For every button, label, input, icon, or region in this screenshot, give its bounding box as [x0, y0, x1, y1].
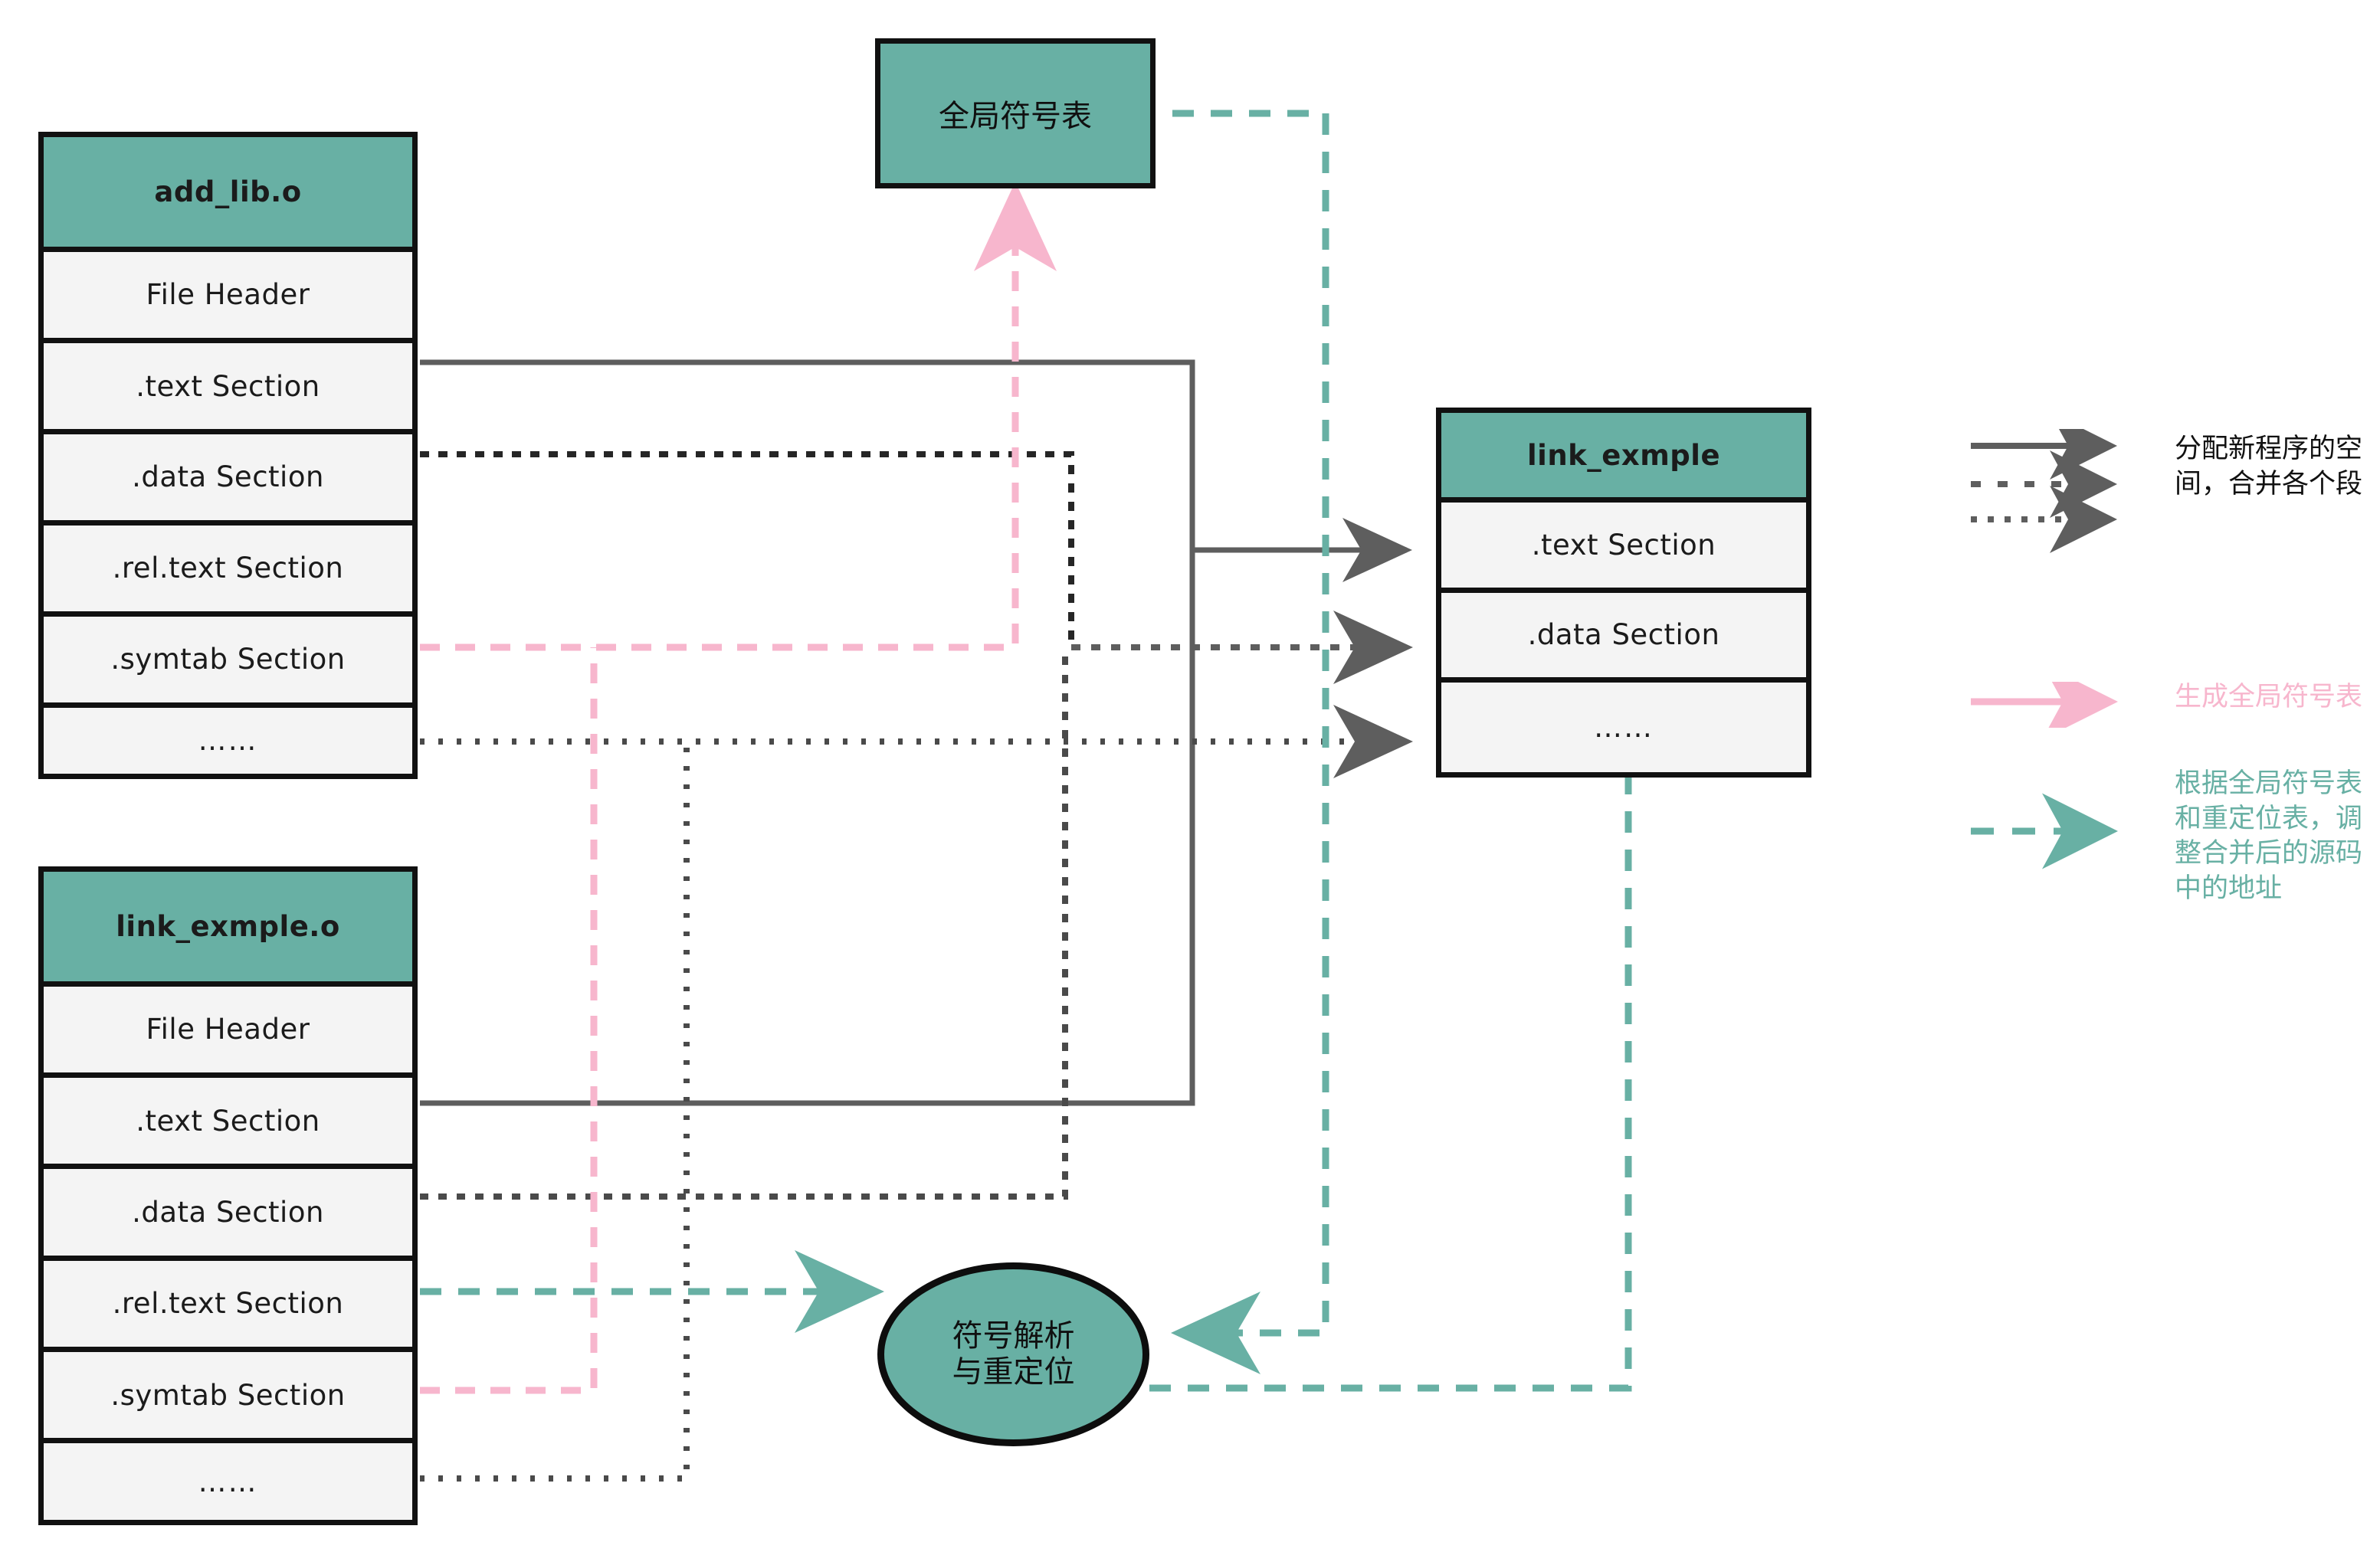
object-row-label: …… [198, 724, 258, 758]
legend-item-relocate: 根据全局符号表 和重定位表，调 整合并后的源码 中的地址 [1969, 768, 2380, 906]
object-row-label: .rel.text Section [112, 552, 344, 585]
object-row-label: .data Section [132, 460, 324, 494]
output-row-label: .text Section [1531, 528, 1716, 562]
object-row-label: .rel.text Section [112, 1287, 344, 1321]
global-symbol-table-box: 全局符号表 [875, 38, 1156, 188]
object-row-symtab-section: .symtab Section [44, 1351, 412, 1444]
output-row-data-section: .data Section [1441, 592, 1806, 683]
legend: 分配新程序的空 间，合并各个段 生成全局符号表 [1969, 429, 2368, 981]
output-row-ellipsis: …… [1441, 682, 1806, 772]
wire-data-merge-bottom [420, 647, 1068, 1200]
process-node-line2: 与重定位 [952, 1354, 1075, 1390]
object-row-symtab-section: .symtab Section [44, 616, 412, 708]
object-row-label: .data Section [132, 1195, 324, 1229]
output-header-label: link_exmple [1526, 438, 1721, 472]
object-file-header: link_exmple.o [44, 872, 412, 987]
object-row-text-section: .text Section [44, 1078, 412, 1170]
global-symbol-table-label: 全局符号表 [939, 99, 1092, 134]
object-row-ellipsis: …… [44, 1443, 412, 1520]
output-row-label: .data Section [1527, 618, 1720, 652]
legend-item-gen-symbols: 生成全局符号表 [1969, 682, 2380, 728]
object-row-data-section: .data Section [44, 434, 412, 526]
object-row-label: File Header [146, 278, 310, 312]
object-row-text-section: .text Section [44, 343, 412, 435]
object-row-reltext-section: .rel.text Section [44, 1260, 412, 1352]
legend-swatch-gen-symbols [1971, 682, 2118, 728]
object-file-block-link-exmple-o: link_exmple.o File Header .text Section … [38, 866, 418, 1525]
process-node-line1: 符号解析 [952, 1318, 1075, 1354]
output-row-text-section: .text Section [1441, 503, 1806, 593]
object-file-header: add_lib.o [44, 137, 412, 252]
object-row-data-section: .data Section [44, 1169, 412, 1261]
object-row-label: .text Section [136, 1104, 320, 1138]
output-header: link_exmple [1441, 413, 1806, 503]
object-row-label: .symtab Section [110, 643, 346, 676]
process-node-symbol-resolution: 符号解析 与重定位 [877, 1262, 1149, 1446]
object-row-label: File Header [146, 1013, 310, 1046]
object-row-label: …… [198, 1465, 258, 1498]
output-program-block-link-exmple: link_exmple .text Section .data Section … [1436, 408, 1811, 778]
object-file-header-label: link_exmple.o [116, 909, 340, 943]
legend-label-gen-symbols: 生成全局符号表 [2175, 682, 2363, 712]
object-row-ellipsis: …… [44, 707, 412, 774]
object-row-file-header: File Header [44, 251, 412, 344]
object-row-label: .text Section [136, 369, 320, 403]
wire-text-merge [420, 359, 1412, 1106]
legend-label-merge: 分配新程序的空 间，合并各个段 [2175, 434, 2363, 499]
object-row-label: .symtab Section [110, 1378, 346, 1412]
wire-data-merge-top [420, 451, 1074, 647]
object-file-header-label: add_lib.o [154, 175, 302, 208]
legend-item-merge: 分配新程序的空 间，合并各个段 [1969, 429, 2380, 582]
object-file-block-add-lib: add_lib.o File Header .text Section .dat… [38, 132, 418, 779]
object-row-file-header: File Header [44, 986, 412, 1079]
legend-swatch-relocate [1971, 793, 2118, 869]
output-row-label: …… [1594, 710, 1654, 744]
wire-symtab-to-global [420, 182, 1057, 1394]
legend-swatch-merge [1971, 429, 2117, 553]
object-row-reltext-section: .rel.text Section [44, 525, 412, 617]
legend-label-relocate: 根据全局符号表 和重定位表，调 整合并后的源码 中的地址 [2175, 768, 2363, 904]
